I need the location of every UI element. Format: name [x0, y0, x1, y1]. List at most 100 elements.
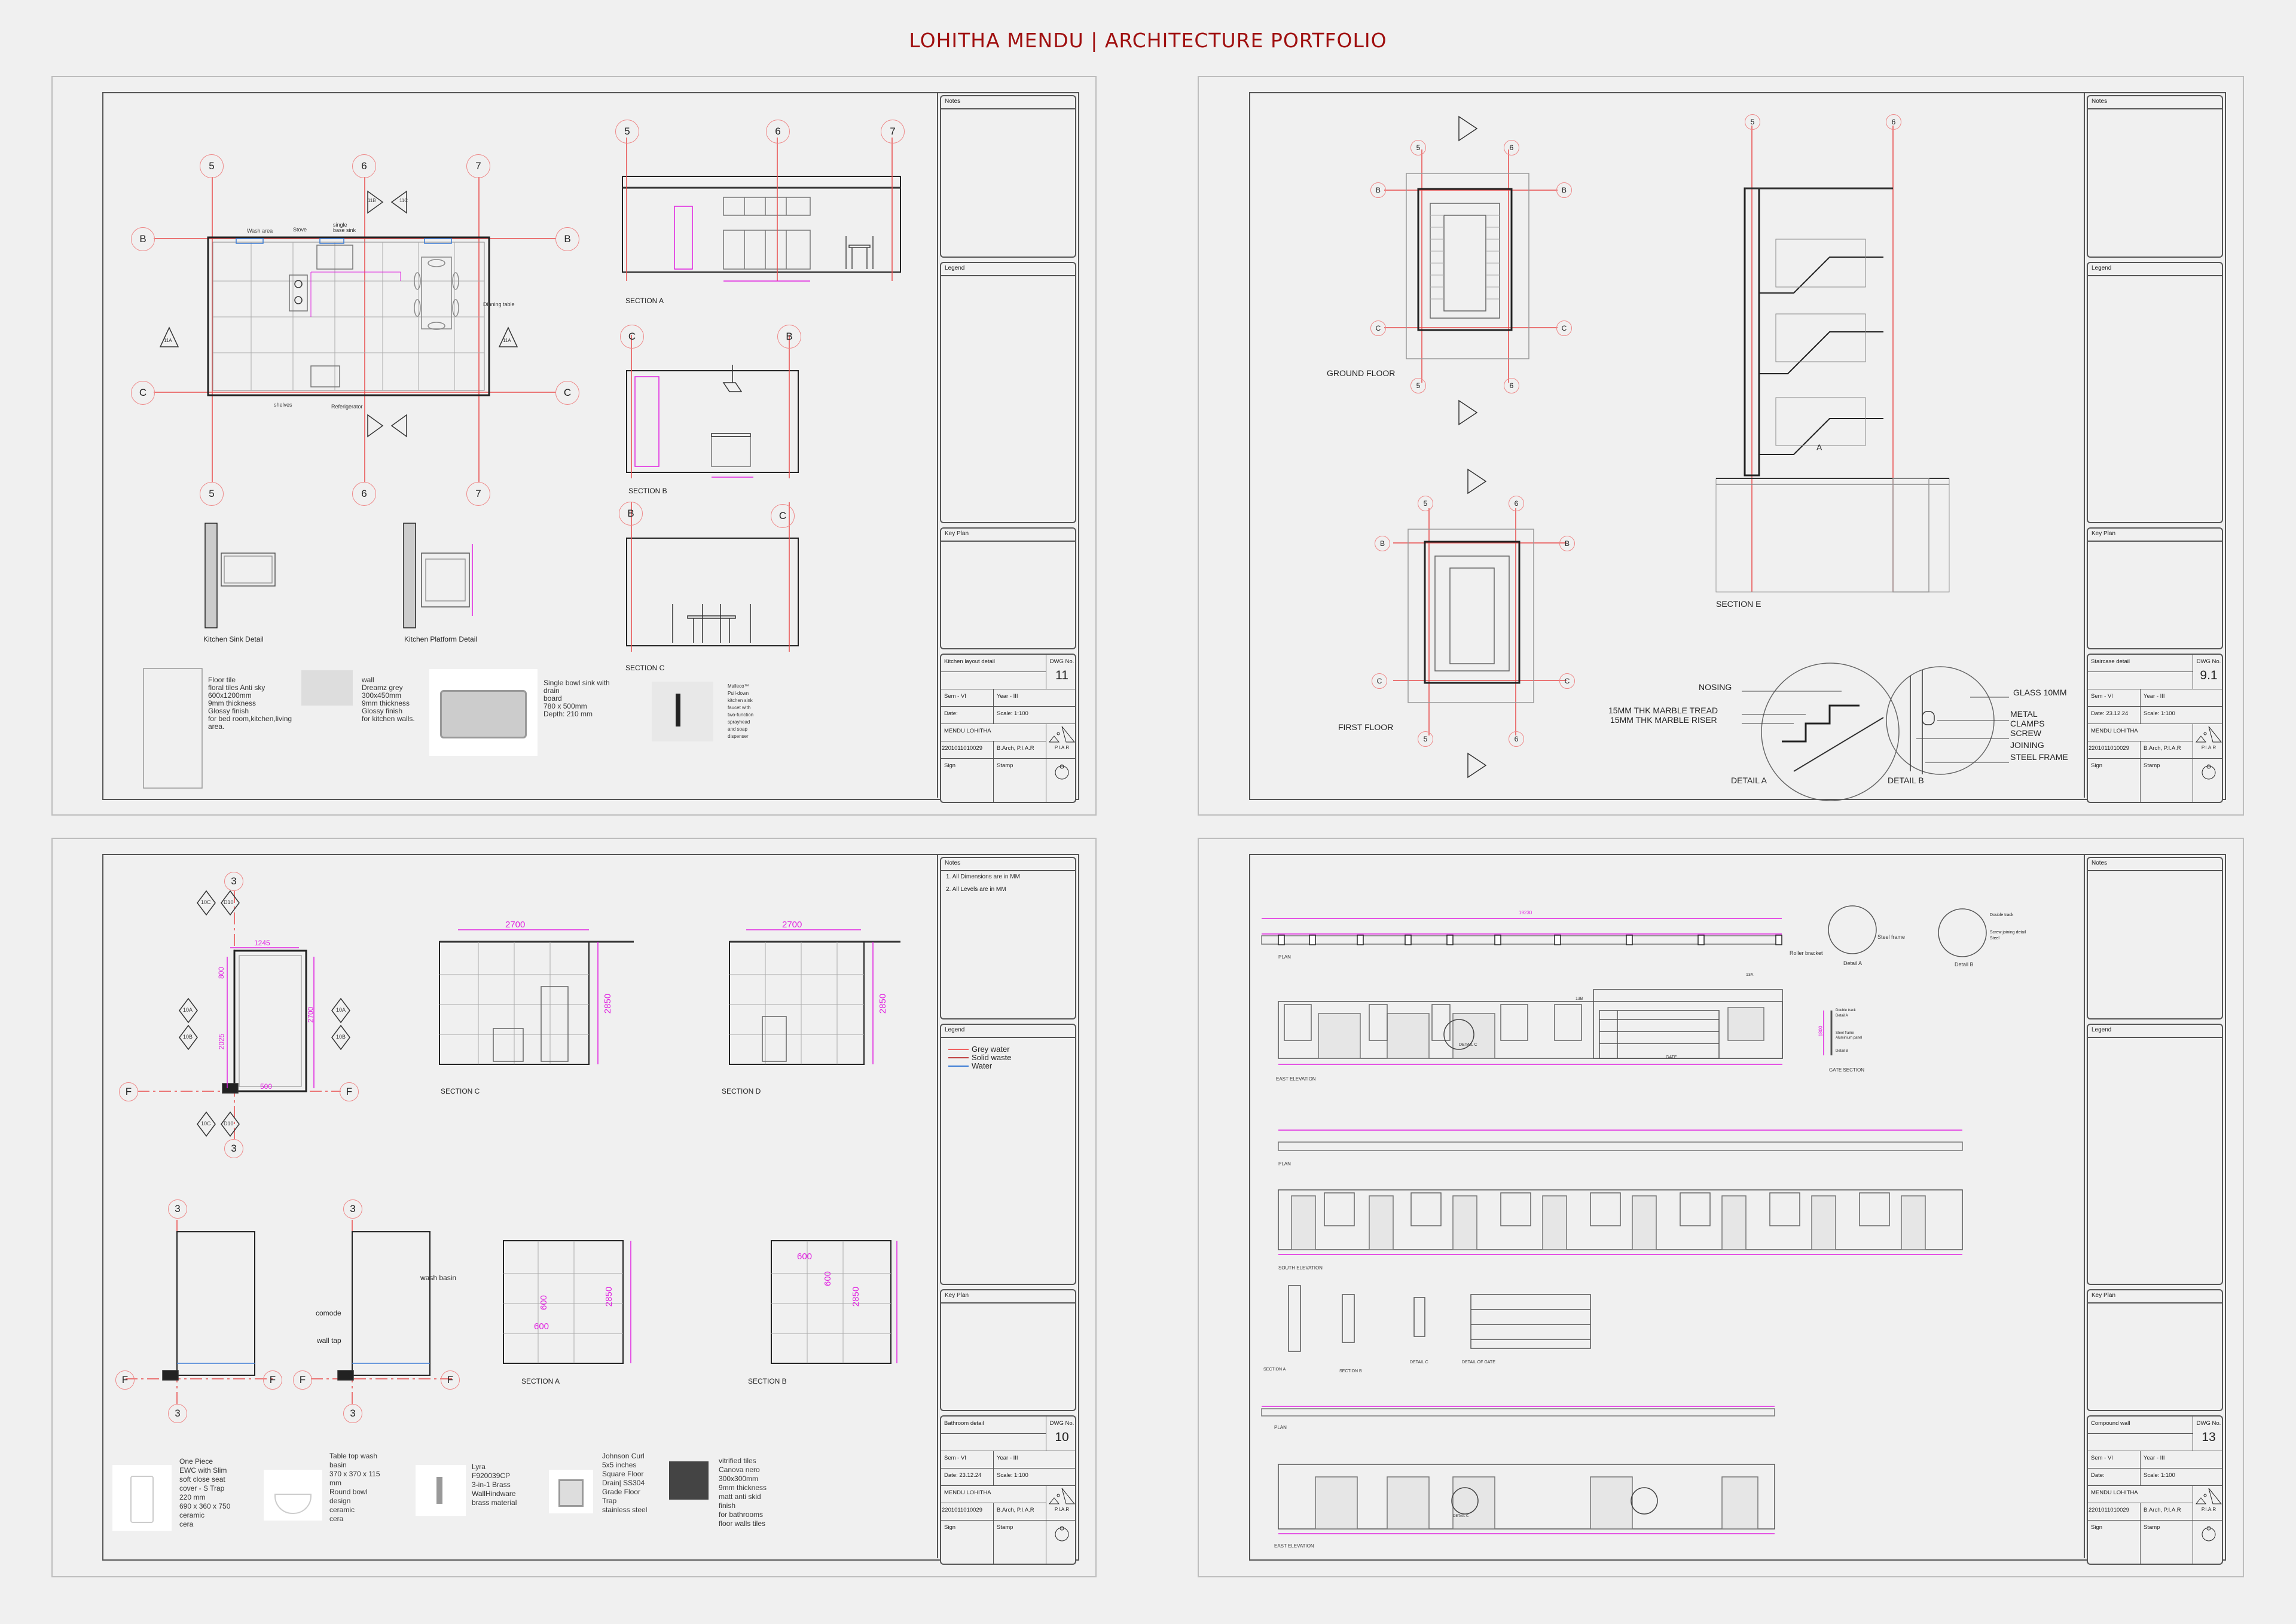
title-block: Bathroom detail DWG No.10 Sem - VI Year … [940, 1415, 1076, 1565]
sidebar-dividers [937, 92, 2085, 1558]
grid-bubble-5: 5 [1418, 731, 1433, 747]
keyplan-panel: Key Plan [940, 527, 1076, 649]
product-wash-basin: Table top wash basin 370 x 370 x 115 mm … [329, 1452, 380, 1523]
section-marker: 10C [201, 1121, 211, 1127]
section-marker: 10B [183, 1034, 193, 1040]
kitchen-details [143, 523, 473, 789]
section-c-title: SECTION C [625, 664, 665, 672]
grid-bubble-3: 3 [168, 1404, 187, 1423]
dimension: 1245 [254, 939, 270, 947]
small-detail-title: DETAIL C [1410, 1360, 1428, 1364]
dwg-label: DWG No. [2196, 658, 2221, 665]
student-id: 2201011010029 [2088, 741, 2141, 759]
piar-logo-icon [2195, 1488, 2222, 1504]
section-marker: 13B [1576, 997, 1583, 1001]
grid-bubble-3: 3 [343, 1199, 362, 1219]
wall-tap-image [416, 1465, 466, 1516]
grid-bubble-f: F [263, 1370, 282, 1390]
gate-height: 1800 [1818, 1025, 1824, 1037]
product-ewc: One Piece EWC with Slim soft close seat … [179, 1457, 231, 1528]
grid-bubble-b: B [1370, 182, 1386, 198]
label-comode: comode [316, 1309, 341, 1317]
dimension: 2025 [217, 1033, 226, 1050]
logo-text: P.I.A.R [2201, 1507, 2216, 1512]
grid-bubble-f: F [119, 1082, 138, 1101]
legend-swatch [948, 1066, 969, 1067]
dwg-label: DWG No. [1049, 658, 1074, 665]
grid-bubble-b: B [131, 227, 155, 251]
label-steel-frame: STEEL FRAME [2010, 752, 2068, 762]
drawing-title: Compound wall [2088, 1417, 2193, 1434]
drawing-title: Staircase detail [2088, 655, 2193, 672]
piar-logo-icon [1048, 726, 1075, 743]
grid-bubble-3: 3 [224, 1139, 243, 1158]
dwg-number: 13 [2202, 1430, 2216, 1444]
grid-bubble-c: C [131, 381, 155, 405]
bathroom-sections-top [439, 929, 900, 1065]
small-detail-title: SECTION B [1339, 1369, 1362, 1373]
title-block: Staircase detail DWG No.9.1 Sem - VI Yea… [2087, 654, 2223, 803]
detail-c-label: DETAIL C [1453, 1515, 1469, 1518]
label-clamps: CLAMPS [2010, 719, 2045, 728]
blank-cell [2088, 672, 2193, 689]
label-refrigerator: Referigerator [331, 404, 363, 410]
sheet-sidebar: Notes Legend Key Plan Compound wall DWG … [2087, 857, 2223, 1565]
drawing-title: Bathroom detail [941, 1417, 1046, 1434]
date: Date: 23.12.24 [941, 1469, 994, 1486]
east-elevation-title: EAST ELEVATION [1274, 1543, 1314, 1549]
dwg-label: DWG No. [2196, 1420, 2221, 1427]
grid-bubble-f: F [115, 1370, 135, 1390]
label-wash-basin: wash basin [420, 1274, 457, 1282]
title-block: Compound wall DWG No.13 Sem - VI Year - … [2087, 1415, 2223, 1565]
grid-bubble-6: 6 [1509, 496, 1524, 511]
label-roller-bracket: Roller bracket [1790, 950, 1823, 956]
scale: Scale: 1:100 [2141, 707, 2222, 724]
label-joining: JOINING [2010, 740, 2044, 750]
gate-label: Detail B [1836, 1049, 1849, 1053]
scale: Scale: 1:100 [994, 1469, 1075, 1486]
grid-bubble-6: 6 [766, 120, 790, 144]
section-marker: 11B [368, 198, 376, 203]
piar-logo-icon [1048, 1488, 1075, 1504]
grid-bubble-3: 3 [343, 1404, 362, 1423]
dimension: 600 [823, 1271, 833, 1287]
detail-a-title: Detail A [1843, 960, 1863, 966]
sign-cell: Sign [2088, 759, 2141, 802]
label-metal: METAL [2010, 709, 2038, 719]
label-sink: single base sink [333, 222, 356, 233]
title-block: Kitchen layout detail DWG No.11 Sem - VI… [940, 654, 1076, 803]
grid-bubble-c: C [1372, 673, 1387, 689]
sign-cell: Sign [941, 759, 994, 802]
plan-title: PLAN [1274, 1425, 1287, 1430]
sign-cell: Sign [2088, 1521, 2141, 1564]
floor-drain-image [549, 1470, 593, 1513]
kitchen-section-b [626, 335, 799, 478]
stamp-cell: Stamp [994, 759, 1046, 802]
kitchen-section-c [626, 502, 799, 652]
dimension: 600 [534, 1321, 549, 1332]
section-marker: 10A [336, 1007, 346, 1013]
north-arrow-icon [2202, 764, 2216, 780]
grid-bubble-c: C [771, 504, 795, 528]
grid-bubble-5: 5 [1410, 140, 1426, 155]
course: B.Arch, P.I.A.R [2141, 1503, 2193, 1521]
legend-list [941, 276, 1075, 283]
north-arrow [2193, 1521, 2222, 1564]
gate-label: Aluminium panel [1836, 1036, 1863, 1040]
grid-bubble-b: B [777, 325, 801, 349]
logo-text: P.I.A.R [1054, 1507, 1070, 1512]
drawing-frame [102, 854, 1079, 1561]
material-wall-tile: wall Dreamz grey 300x450mm 9mm thickness… [362, 676, 415, 723]
keyplan-heading: Key Plan [2088, 1290, 2222, 1304]
small-detail-title: DETAIL OF GATE [1462, 1360, 1495, 1364]
dimension: 600 [797, 1251, 813, 1262]
bathroom-plan [138, 890, 350, 1139]
faucet-image [652, 682, 713, 741]
label-wall-tap: wall tap [317, 1336, 341, 1345]
section-marker: 13A [1746, 973, 1754, 977]
label-steel: Steel [1990, 936, 1999, 941]
student-name: MENDU LOHITHA [2088, 724, 2193, 741]
institution-logo: P.I.A.R [1046, 724, 1075, 759]
